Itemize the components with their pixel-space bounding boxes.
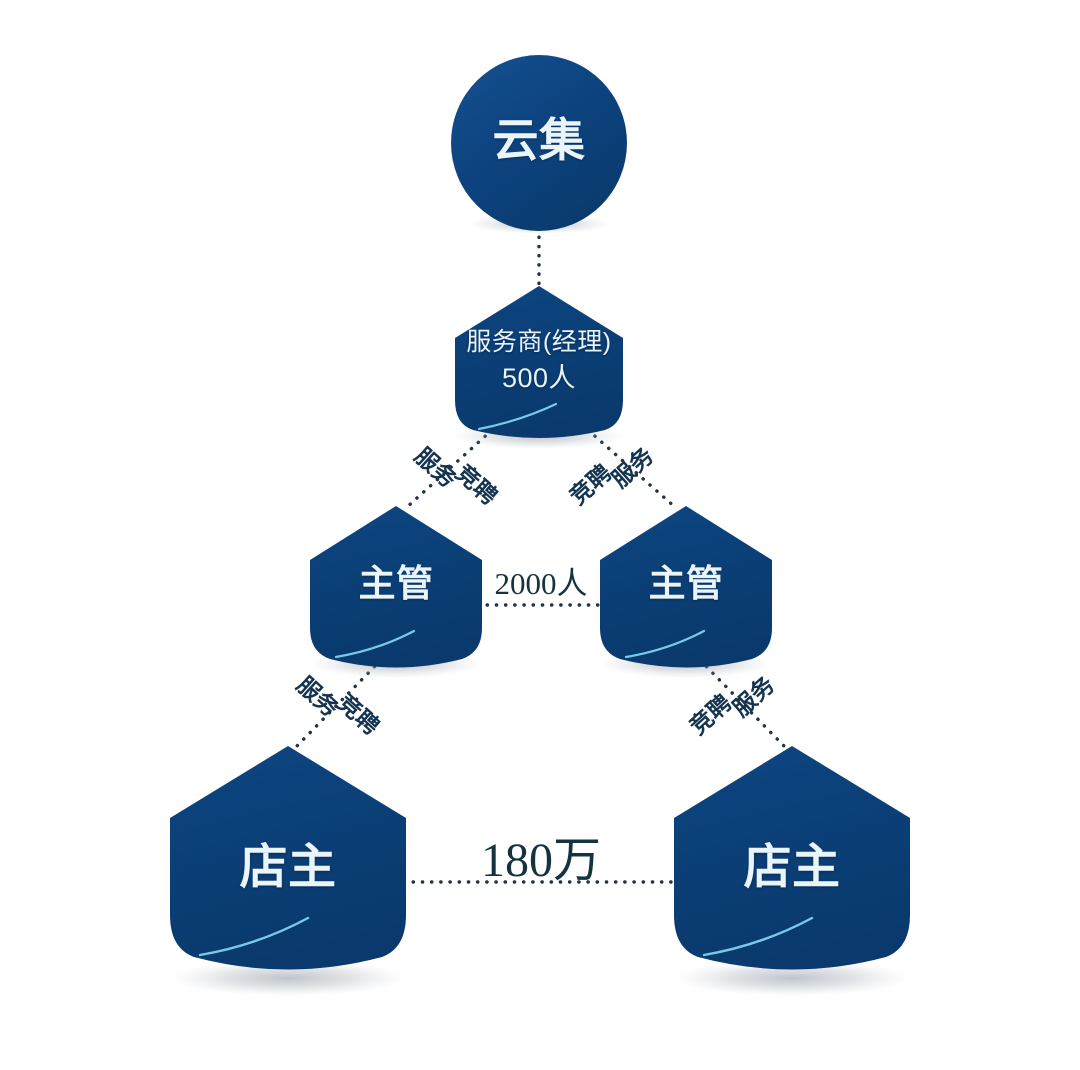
shadow-shopowner-right xyxy=(674,960,910,996)
arc-highlight-shopowner-right xyxy=(702,916,814,957)
connector-supervisor-to-shopowner-right xyxy=(698,658,788,750)
connector-horizontals xyxy=(402,603,680,884)
node-manager-shape[interactable] xyxy=(455,286,623,438)
arc-highlight-manager xyxy=(477,402,558,431)
node-supervisor-right-shape[interactable] xyxy=(600,506,772,668)
arc-highlight-shopowner-left xyxy=(198,916,310,957)
node-root-shape[interactable] xyxy=(451,55,627,231)
shadow-shopowner-left xyxy=(170,960,406,996)
arc-highlight-supervisor-right xyxy=(624,629,706,659)
connector-supervisor-to-shopowner-left xyxy=(293,658,383,750)
arc-highlight-supervisor-left xyxy=(334,629,416,659)
node-supervisor-left-shape[interactable] xyxy=(310,506,482,668)
node-shopowner-right-shape[interactable] xyxy=(674,746,910,970)
node-shopowner-left-shape[interactable] xyxy=(170,746,406,970)
